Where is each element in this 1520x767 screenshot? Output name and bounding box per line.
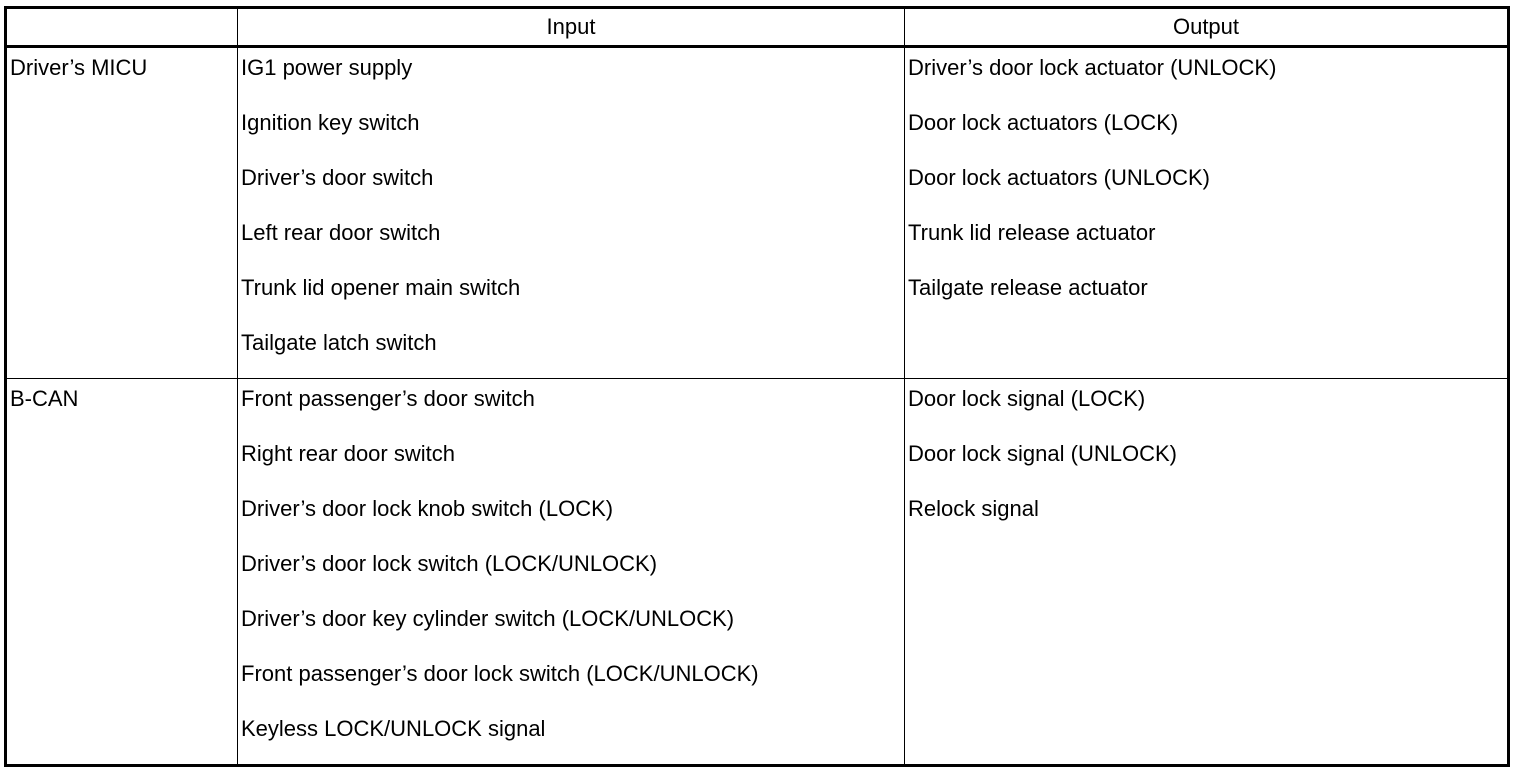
input-item: Right rear door switch bbox=[241, 441, 455, 466]
header-input: Input bbox=[237, 7, 905, 48]
io-table: Input Output Driver’s MICU IG1 power sup… bbox=[4, 6, 1510, 767]
output-item: Driver’s door lock actuator (UNLOCK) bbox=[908, 55, 1277, 80]
input-item: Front passenger’s door lock switch (LOCK… bbox=[241, 661, 759, 686]
source-label: B-CAN bbox=[10, 386, 79, 411]
output-cell: Driver’s door lock actuator (UNLOCK) Doo… bbox=[904, 46, 1509, 379]
input-item: Driver’s door key cylinder switch (LOCK/… bbox=[241, 606, 735, 631]
output-item: Relock signal bbox=[908, 496, 1039, 521]
output-item: Tailgate release actuator bbox=[908, 275, 1148, 300]
input-item: Left rear door switch bbox=[241, 220, 441, 245]
output-item: Door lock actuators (LOCK) bbox=[908, 110, 1179, 135]
header-output: Output bbox=[904, 7, 1509, 48]
input-item: Trunk lid opener main switch bbox=[241, 275, 521, 300]
header-source bbox=[5, 7, 238, 48]
table-row-bcan: B-CAN Front passenger’s door switch Righ… bbox=[5, 378, 1509, 766]
table-row-micu: Driver’s MICU IG1 power supply Ignition … bbox=[5, 46, 1509, 379]
input-item: IG1 power supply bbox=[241, 55, 413, 80]
input-item: Driver’s door switch bbox=[241, 165, 434, 190]
input-item: Ignition key switch bbox=[241, 110, 420, 135]
output-item: Door lock signal (LOCK) bbox=[908, 386, 1146, 411]
output-item: Door lock actuators (UNLOCK) bbox=[908, 165, 1210, 190]
source-cell: B-CAN bbox=[5, 378, 238, 766]
source-label: Driver’s MICU bbox=[10, 55, 148, 80]
io-table-container: Input Output Driver’s MICU IG1 power sup… bbox=[4, 6, 1510, 767]
input-cell: Front passenger’s door switch Right rear… bbox=[237, 378, 905, 766]
input-item: Front passenger’s door switch bbox=[241, 386, 535, 411]
output-item: Door lock signal (UNLOCK) bbox=[908, 441, 1177, 466]
input-item: Driver’s door lock switch (LOCK/UNLOCK) bbox=[241, 551, 658, 576]
source-cell: Driver’s MICU bbox=[5, 46, 238, 379]
input-cell: IG1 power supply Ignition key switch Dri… bbox=[237, 46, 905, 379]
input-item: Driver’s door lock knob switch (LOCK) bbox=[241, 496, 614, 521]
header-row: Input Output bbox=[5, 7, 1509, 48]
input-item: Tailgate latch switch bbox=[241, 330, 437, 355]
output-item: Trunk lid release actuator bbox=[908, 220, 1156, 245]
output-cell: Door lock signal (LOCK) Door lock signal… bbox=[904, 378, 1509, 766]
input-item: Keyless LOCK/UNLOCK signal bbox=[241, 716, 546, 741]
